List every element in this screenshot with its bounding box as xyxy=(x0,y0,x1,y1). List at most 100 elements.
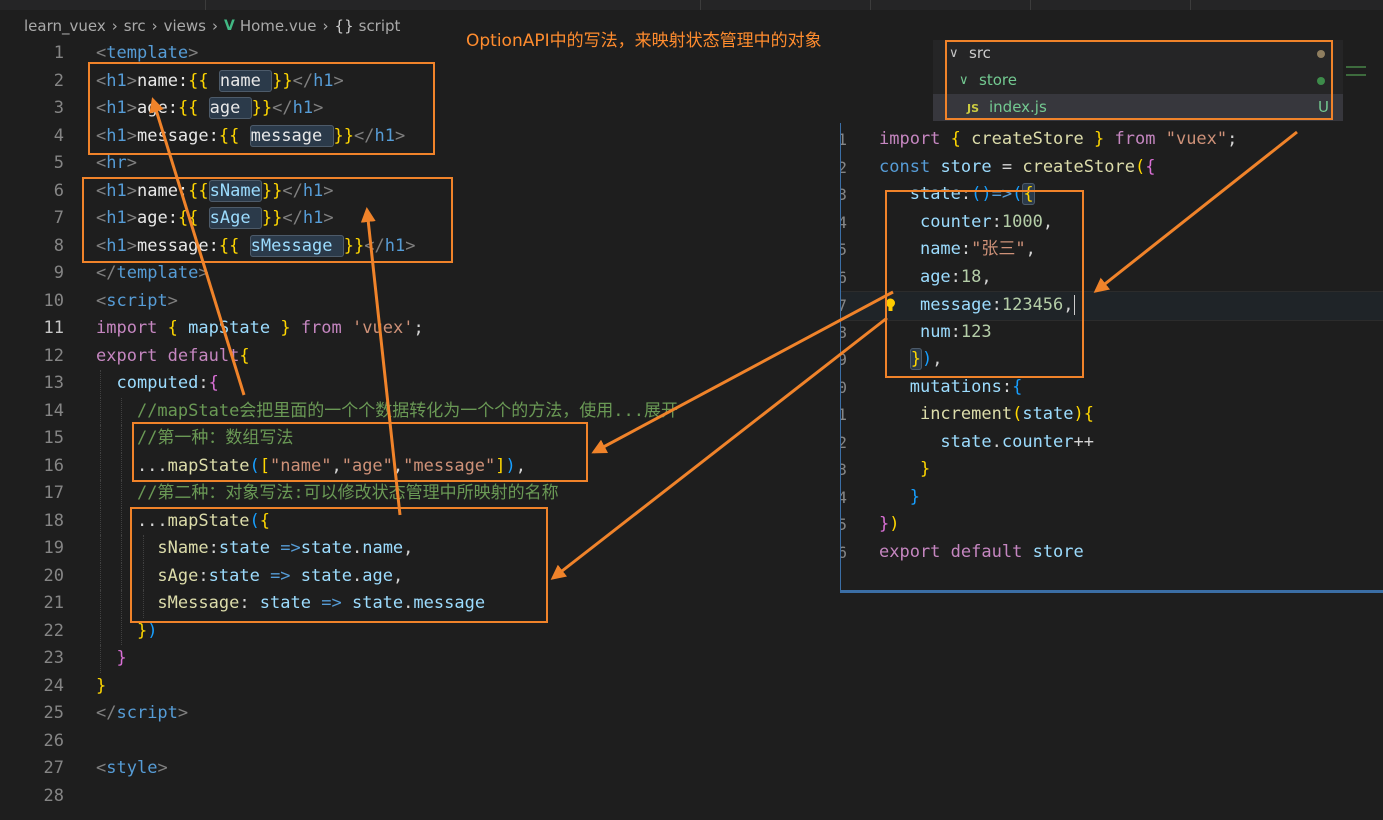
code-line-active: 11 import { mapState } from 'vuex'; xyxy=(0,315,840,343)
code-text: //第一种：数组写法 xyxy=(136,428,294,448)
code-line: 1 import { createStore } from "vuex"; xyxy=(841,126,1383,154)
line-number: 2 xyxy=(841,154,847,182)
line-number: 8 xyxy=(53,235,64,256)
line-number: 21 xyxy=(43,593,64,613)
code-line: 1 <template> xyxy=(0,40,840,68)
git-status-badge: U xyxy=(1318,98,1329,116)
code-text: name:"张三", xyxy=(919,239,1036,259)
code-line: 6 export default store xyxy=(841,539,1383,567)
code-text: computed:{ xyxy=(116,373,219,393)
highlight-box-template-mapped xyxy=(82,177,453,263)
vue-icon: V xyxy=(224,18,235,34)
tab-strip xyxy=(0,0,1383,10)
status-dot xyxy=(1317,77,1325,85)
explorer-folder-src[interactable]: ∨ src xyxy=(933,40,1343,67)
code-line: 25 </script> xyxy=(0,700,840,728)
chevron-right-icon: › xyxy=(151,17,158,35)
code-text: ...mapState({ xyxy=(96,510,271,531)
breadcrumb-item-views[interactable]: views xyxy=(163,17,206,35)
line-number: 23 xyxy=(43,648,64,668)
code-text: message:123456, xyxy=(879,292,1085,320)
code-text: <style> xyxy=(96,758,168,778)
line-number: 9 xyxy=(841,346,847,374)
line-number: 15 xyxy=(43,428,64,448)
line-number: 24 xyxy=(43,675,64,696)
breadcrumb-item-src[interactable]: src xyxy=(123,17,146,35)
file-label: index.js xyxy=(989,98,1047,116)
line-number: 3 xyxy=(53,98,64,118)
line-number: 1 xyxy=(841,401,847,429)
line-number: 19 xyxy=(43,538,64,558)
highlight-box-object-syntax xyxy=(130,507,548,623)
code-text: </template> xyxy=(96,263,209,283)
line-number: 20 xyxy=(43,565,64,586)
line-number: 13 xyxy=(43,373,64,393)
highlight-box-explorer xyxy=(945,40,1333,120)
breadcrumb-item-home-vue[interactable]: Home.vue xyxy=(239,17,317,35)
code-text: ...mapState(["name","age","message"]), xyxy=(96,455,527,476)
line-number: 7 xyxy=(53,208,64,228)
code-line: 18 ...mapState({ xyxy=(0,507,840,535)
code-line: 3 } xyxy=(841,456,1383,484)
code-line: 9 </template> xyxy=(0,260,840,288)
file-explorer: ∨ src ∨ store JS index.js U xyxy=(933,40,1343,121)
code-line: 4 counter:1000, xyxy=(841,209,1383,237)
code-text: }) xyxy=(879,514,900,534)
line-number: 1 xyxy=(841,126,847,154)
code-text: age:18, xyxy=(919,266,992,287)
code-line: 5 name:"张三", xyxy=(841,236,1383,264)
line-number: 2 xyxy=(53,70,64,91)
line-number: 6 xyxy=(841,264,847,292)
breadcrumb: learn_vuex › src › views › V Home.vue › … xyxy=(0,10,930,42)
code-line: 20 sAge:state => state.age, xyxy=(0,562,840,590)
code-text: const store = createStore({ xyxy=(879,156,1156,177)
code-text: }) xyxy=(136,620,158,641)
code-line: 19 sName:state =>state.name, xyxy=(0,535,840,563)
code-line: 23 } xyxy=(0,645,840,673)
code-text: increment(state){ xyxy=(919,404,1094,424)
code-text: export default{ xyxy=(96,345,250,366)
line-number: 14 xyxy=(43,400,64,421)
code-line: 10 <script> xyxy=(0,288,840,316)
line-number: 3 xyxy=(841,456,847,484)
code-line: 16 ...mapState(["name","age","message"])… xyxy=(0,452,840,480)
line-number: 4 xyxy=(53,125,64,146)
folder-label: src xyxy=(969,44,991,62)
explorer-folder-store[interactable]: ∨ store xyxy=(933,67,1343,94)
line-number: 16 xyxy=(43,455,64,476)
code-text: num:123 xyxy=(919,321,992,342)
minimap-marker xyxy=(1346,66,1366,76)
code-line: 3 state:()=>({ xyxy=(841,181,1383,209)
code-line: 2 const store = createStore({ xyxy=(841,154,1383,182)
code-text: import { createStore } from "vuex"; xyxy=(879,129,1238,149)
line-number: 17 xyxy=(43,483,64,503)
explorer-file-index-js[interactable]: JS index.js U xyxy=(933,94,1343,121)
chevron-right-icon: › xyxy=(322,17,329,35)
chevron-right-icon: › xyxy=(212,17,218,35)
code-line: 2 state.counter++ xyxy=(841,429,1383,457)
code-text: //第二种：对象写法:可以修改状态管理中所映射的名称 xyxy=(136,483,559,503)
breadcrumb-item-script[interactable]: script xyxy=(358,17,401,35)
code-text: sMessage: state => state.message xyxy=(157,593,486,613)
code-line: 4 } xyxy=(841,484,1383,512)
breadcrumb-item-learn-vuex[interactable]: learn_vuex xyxy=(24,17,106,35)
code-line: 5 <hr> xyxy=(0,150,840,178)
code-text: <h1>name:{{ name }}</h1> xyxy=(96,69,344,92)
code-line: 14 //mapState会把里面的一个个数据转化为一个个的方法，使用...展开 xyxy=(0,397,840,425)
line-number: 9 xyxy=(53,263,64,283)
curly-braces-icon: {} xyxy=(334,17,354,35)
code-text: } xyxy=(96,675,107,696)
code-line: 17 //第二种：对象写法:可以修改状态管理中所映射的名称 xyxy=(0,480,840,508)
line-number: 11 xyxy=(43,318,64,338)
code-line: 27 <style> xyxy=(0,755,840,783)
code-line: 28 xyxy=(0,783,840,811)
line-number: 4 xyxy=(841,484,847,512)
code-text: state:()=>({ xyxy=(909,183,1035,205)
line-number: 26 xyxy=(43,730,64,751)
line-number: 8 xyxy=(841,319,847,347)
line-number: 0 xyxy=(841,374,847,402)
code-text: //mapState会把里面的一个个数据转化为一个个的方法，使用...展开 xyxy=(136,400,679,421)
code-text: } xyxy=(116,648,127,668)
code-text: } xyxy=(909,486,920,507)
line-number: 6 xyxy=(53,180,64,201)
